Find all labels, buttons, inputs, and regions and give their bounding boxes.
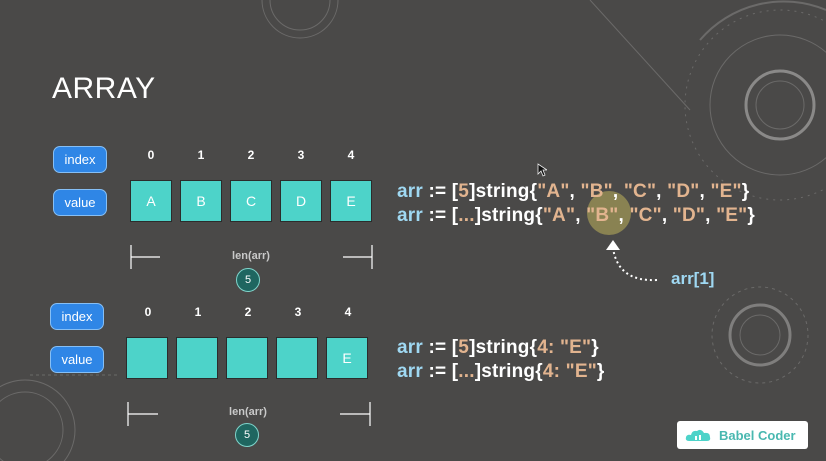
code-token: "C" xyxy=(623,181,657,202)
code-token: { xyxy=(529,181,538,202)
code-token: string xyxy=(475,337,530,358)
code-token: "A" xyxy=(537,181,570,202)
index-label-pill: index xyxy=(50,303,104,330)
code-token: ... xyxy=(458,361,475,382)
arrow-label: arr[1] xyxy=(671,269,715,288)
code-token: 5 xyxy=(458,337,470,358)
code-token: ] xyxy=(469,337,476,358)
code-token: 4: xyxy=(542,361,566,382)
index-number: 0 xyxy=(147,148,155,162)
code-token: 4: xyxy=(537,337,560,358)
cloud-icon xyxy=(685,429,711,441)
code-token: } xyxy=(747,205,755,226)
array-cell xyxy=(226,337,268,379)
code-token: := xyxy=(422,361,452,382)
value-label-pill: value xyxy=(53,189,107,216)
array-cell: E xyxy=(326,337,368,379)
index-number: 4 xyxy=(344,305,352,319)
code-token: , xyxy=(618,205,630,226)
code-token: "A" xyxy=(542,205,576,226)
code-token: "C" xyxy=(629,205,662,226)
array-cell xyxy=(176,337,218,379)
code-token: "B" xyxy=(586,205,619,226)
code-token: := xyxy=(422,181,452,202)
code-token: [ xyxy=(451,181,459,202)
code-token: , xyxy=(661,205,673,226)
index-label-pill: index xyxy=(53,146,107,173)
code-token: "B" xyxy=(580,181,613,202)
code-token: ] xyxy=(469,181,476,202)
code-token: } xyxy=(596,361,605,382)
code-token: , xyxy=(656,181,668,202)
value-label-pill: value xyxy=(50,346,104,373)
code-token: arr xyxy=(397,205,423,226)
code-token: string xyxy=(481,361,536,382)
code-token: , xyxy=(612,181,624,202)
code-token: , xyxy=(705,205,717,226)
index-number: 4 xyxy=(347,148,355,162)
index-number: 1 xyxy=(194,305,202,319)
logo-text: Babel Coder xyxy=(719,427,796,443)
code-token: := xyxy=(422,205,452,226)
highlight-circle xyxy=(587,191,631,235)
code-token: { xyxy=(535,361,543,382)
code-token: ... xyxy=(458,205,475,226)
array-cell: C xyxy=(230,180,272,222)
code-token: , xyxy=(575,205,587,226)
index-number: 1 xyxy=(197,148,205,162)
array-cell: E xyxy=(330,180,372,222)
code-token: { xyxy=(529,337,538,358)
code-token: , xyxy=(699,181,711,202)
code-token: arr xyxy=(397,181,423,202)
index-number: 3 xyxy=(294,305,302,319)
code-token: } xyxy=(591,337,599,358)
length-label: len(arr) xyxy=(229,406,267,418)
code-line: arr := [...]string{"A", "B", "C", "D", "… xyxy=(397,205,755,227)
code-token: string xyxy=(481,205,536,226)
index-number: 2 xyxy=(247,148,255,162)
code-token: , xyxy=(569,181,581,202)
code-token: 5 xyxy=(458,181,470,202)
code-token: := xyxy=(422,337,452,358)
code-token: [ xyxy=(451,205,459,226)
index-number: 2 xyxy=(244,305,252,319)
code-line: arr := [5]string{"A", "B", "C", "D", "E"… xyxy=(397,181,749,203)
code-token: "E" xyxy=(710,181,742,202)
code-token: "D" xyxy=(667,181,700,202)
brand-logo: Babel Coder xyxy=(677,421,808,449)
code-token: "E" xyxy=(559,337,592,358)
code-token: "E" xyxy=(565,361,597,382)
index-number: 0 xyxy=(144,305,152,319)
length-value-badge: 5 xyxy=(235,423,259,447)
page-title: ARRAY xyxy=(52,72,156,105)
code-token: "D" xyxy=(672,205,706,226)
code-token: [ xyxy=(451,361,459,382)
code-token: arr xyxy=(397,337,423,358)
code-token: "E" xyxy=(716,205,748,226)
code-token: [ xyxy=(451,337,459,358)
array-cell: D xyxy=(280,180,322,222)
mouse-cursor-icon xyxy=(537,163,547,177)
array-cell: B xyxy=(180,180,222,222)
length-value-badge: 5 xyxy=(236,268,260,292)
code-line: arr := [...]string{4: "E"} xyxy=(397,361,605,383)
array-cell xyxy=(276,337,318,379)
array-cell: A xyxy=(130,180,172,222)
code-token: string xyxy=(475,181,530,202)
code-token: { xyxy=(535,205,543,226)
length-label: len(arr) xyxy=(232,250,270,262)
array-cell xyxy=(126,337,168,379)
code-token: arr xyxy=(397,361,423,382)
index-number: 3 xyxy=(297,148,305,162)
code-line: arr := [5]string{4: "E"} xyxy=(397,337,599,359)
code-token: ] xyxy=(474,361,482,382)
code-token: ] xyxy=(474,205,482,226)
code-token: } xyxy=(741,181,750,202)
